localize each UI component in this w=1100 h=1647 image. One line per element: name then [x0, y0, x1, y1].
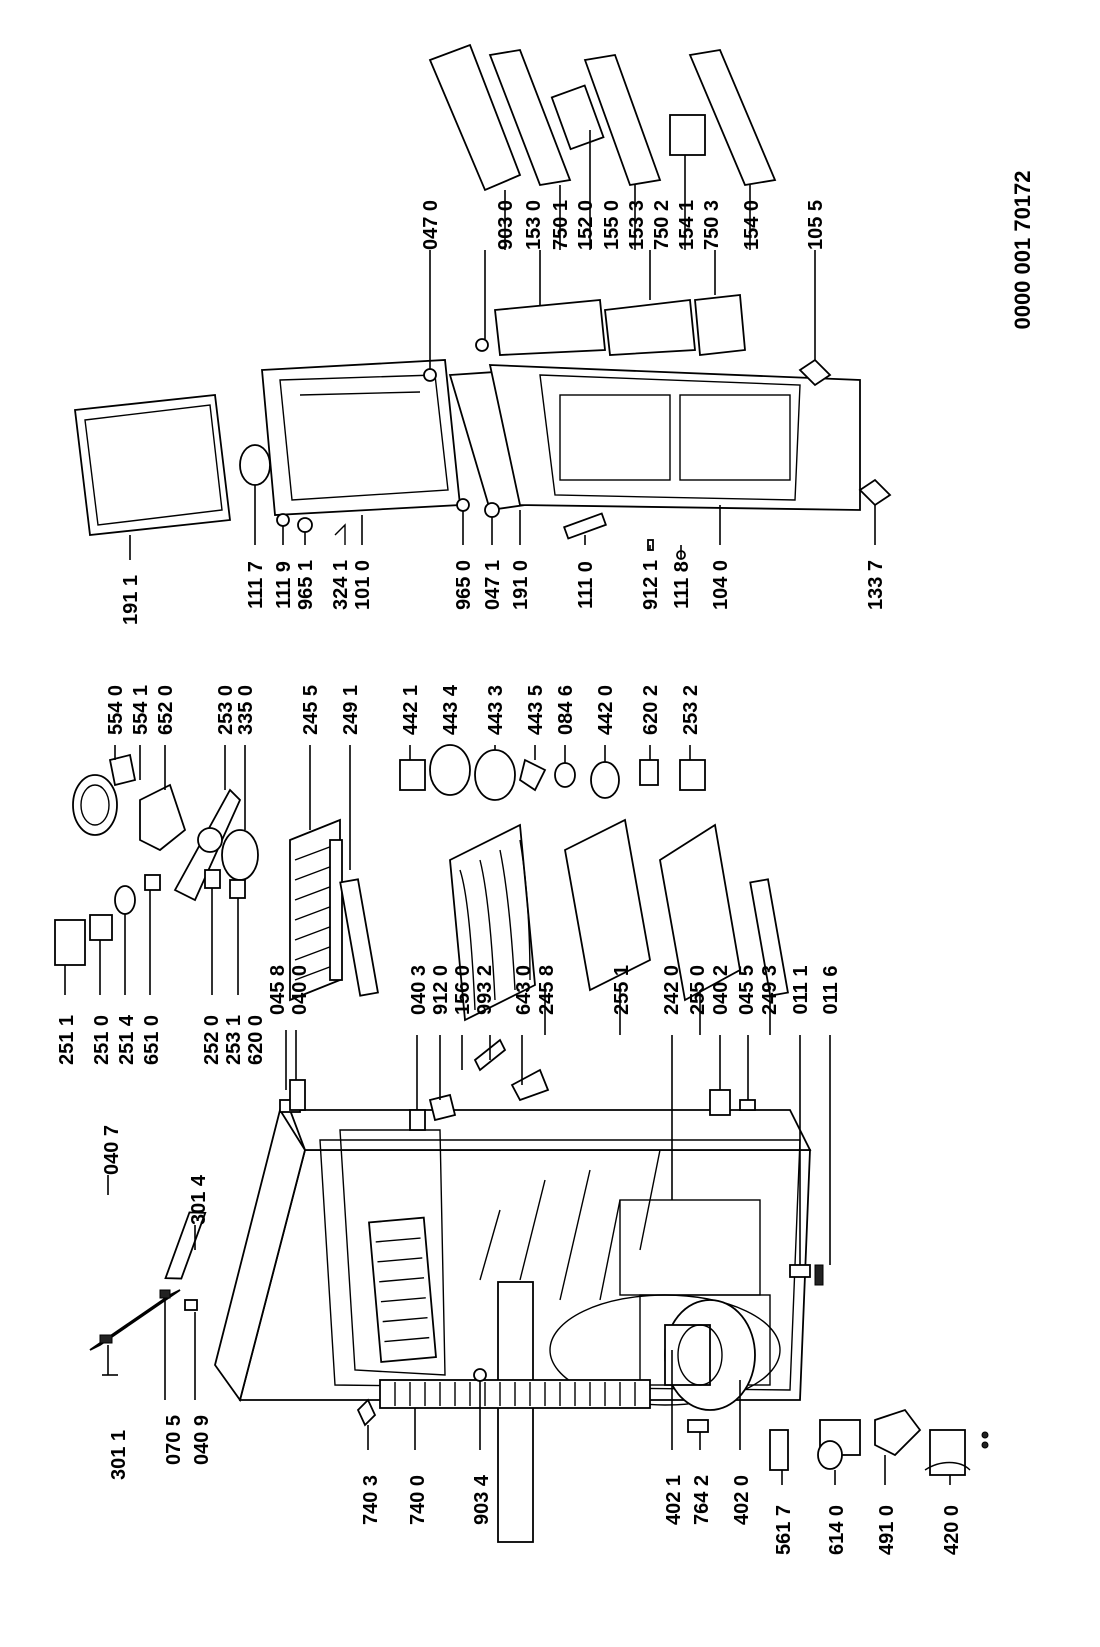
label-249-1: 249 1: [340, 685, 362, 735]
compressor: [664, 1299, 756, 1411]
freezer-door: [261, 359, 461, 516]
label-242-0: 242 0: [661, 965, 683, 1015]
label-301-4: 301 4: [188, 1174, 210, 1225]
fan-thermostat-assembly: [54, 753, 259, 966]
label-040-7: 040 7: [101, 1125, 123, 1175]
label-253-2: 253 2: [680, 685, 702, 735]
freezer-door-gasket: [73, 394, 232, 536]
label-047-1: 047 1: [482, 560, 504, 610]
label-561-7: 561 7: [773, 1505, 795, 1555]
top-frame-part: [89, 1211, 207, 1351]
wire-shelf-middle: [449, 823, 536, 1022]
label-442-0: 442 0: [595, 685, 617, 735]
label-554-0: 554 0: [105, 685, 127, 735]
label-912-0: 912 0: [430, 965, 452, 1015]
label-750-3: 750 3: [701, 200, 723, 250]
label-443-5: 443 5: [525, 685, 547, 735]
evaporator: [368, 1216, 437, 1363]
label-402-1: 402 1: [663, 1475, 685, 1525]
label-740-0: 740 0: [407, 1475, 429, 1525]
label-651-0: 651 0: [141, 1015, 163, 1065]
label-101-0: 101 0: [352, 560, 374, 610]
small-components: [356, 1264, 989, 1476]
label-245-5: 245 5: [300, 685, 322, 735]
label-620-0: 620 0: [245, 1015, 267, 1065]
door-bins: [428, 43, 892, 507]
label-903-4: 903 4: [471, 1474, 493, 1525]
label-255-1: 255 1: [611, 965, 633, 1015]
label-111-9: 111 9: [273, 561, 295, 609]
hinge-brackets: [279, 1038, 756, 1131]
wire-shelf-top: [289, 818, 343, 1002]
label-084-6: 084 6: [555, 685, 577, 735]
label-443-4: 443 4: [440, 684, 462, 735]
fan-motor-parts: [399, 744, 706, 801]
fridge-door: [488, 364, 861, 511]
label-104-0: 104 0: [710, 560, 732, 610]
label-152-0: 152 0: [575, 200, 597, 250]
label-764-2: 764 2: [691, 1475, 713, 1525]
label-040-3: 040 3: [408, 965, 430, 1015]
label-251-0: 251 0: [91, 1015, 113, 1065]
label-111-0: 111 0: [575, 561, 597, 609]
label-903-0: 903 0: [495, 200, 517, 250]
label-070-5: 070 5: [163, 1415, 185, 1465]
label-154-1: 154 1: [676, 200, 698, 250]
label-111-7: 111 7: [245, 561, 267, 609]
label-191-1: 191 1: [120, 575, 142, 625]
label-011-1: 011 1: [790, 966, 812, 1015]
label-965-0: 965 0: [453, 560, 475, 610]
label-253-0: 253 0: [215, 685, 237, 735]
label-252-0: 252 0: [201, 1015, 223, 1065]
label-740-3: 740 3: [360, 1475, 382, 1525]
label-402-0: 402 0: [731, 1475, 753, 1525]
document-number: 0000 001 70172: [1010, 170, 1035, 329]
label-335-0: 335 0: [235, 685, 257, 735]
label-301-1: 301 1: [108, 1430, 130, 1480]
leader-lines: [64, 130, 951, 1485]
label-011-6: 011 6: [820, 966, 842, 1015]
label-251-1: 251 1: [56, 1015, 78, 1065]
label-245-8: 245 8: [536, 965, 558, 1015]
label-153-3: 153 3: [626, 200, 648, 250]
glass-shelves: [339, 818, 789, 1002]
label-993-2: 993 2: [474, 965, 496, 1015]
label-133-7: 133 7: [865, 560, 887, 610]
label-750-2: 750 2: [651, 200, 673, 250]
label-155-0: 155 0: [601, 200, 623, 250]
label-652-0: 652 0: [155, 685, 177, 735]
label-491-0: 491 0: [876, 1505, 898, 1555]
label-965-1: 965 1: [295, 560, 317, 610]
label-750-1: 750 1: [550, 200, 572, 250]
label-153-0: 153 0: [523, 200, 545, 250]
condenser: [379, 1281, 651, 1543]
label-324-1: 324 1: [330, 560, 352, 610]
label-912-1: 912 1: [640, 560, 662, 610]
label-614-0: 614 0: [826, 1505, 848, 1555]
label-045-5: 045 5: [736, 965, 758, 1015]
label-191-0: 191 0: [510, 560, 532, 610]
label-620-2: 620 2: [640, 685, 662, 735]
label-253-1: 253 1: [223, 1015, 245, 1065]
label-420-0: 420 0: [941, 1505, 963, 1555]
part-number-labels: 301 1 070 5 040 9 040 7 301 4 740 3 740 …: [56, 200, 963, 1555]
label-040-0: 040 0: [289, 965, 311, 1015]
label-045-8: 045 8: [267, 965, 289, 1015]
label-156-0: 156 0: [452, 965, 474, 1015]
label-105-5: 105 5: [805, 200, 827, 250]
label-111-8: 111 8: [671, 561, 693, 609]
label-154-0: 154 0: [741, 200, 763, 250]
label-251-4: 251 4: [116, 1014, 138, 1065]
label-040-9: 040 9: [191, 1415, 213, 1465]
label-643-0: 643 0: [513, 965, 535, 1015]
label-442-1: 442 1: [400, 685, 422, 735]
label-443-3: 443 3: [485, 685, 507, 735]
label-554-1: 554 1: [130, 685, 152, 735]
label-255-0: 255 0: [687, 965, 709, 1015]
label-040-2: 040 2: [710, 965, 732, 1015]
label-047-0: 047 0: [420, 200, 442, 250]
label-249-3: 249 3: [759, 965, 781, 1015]
